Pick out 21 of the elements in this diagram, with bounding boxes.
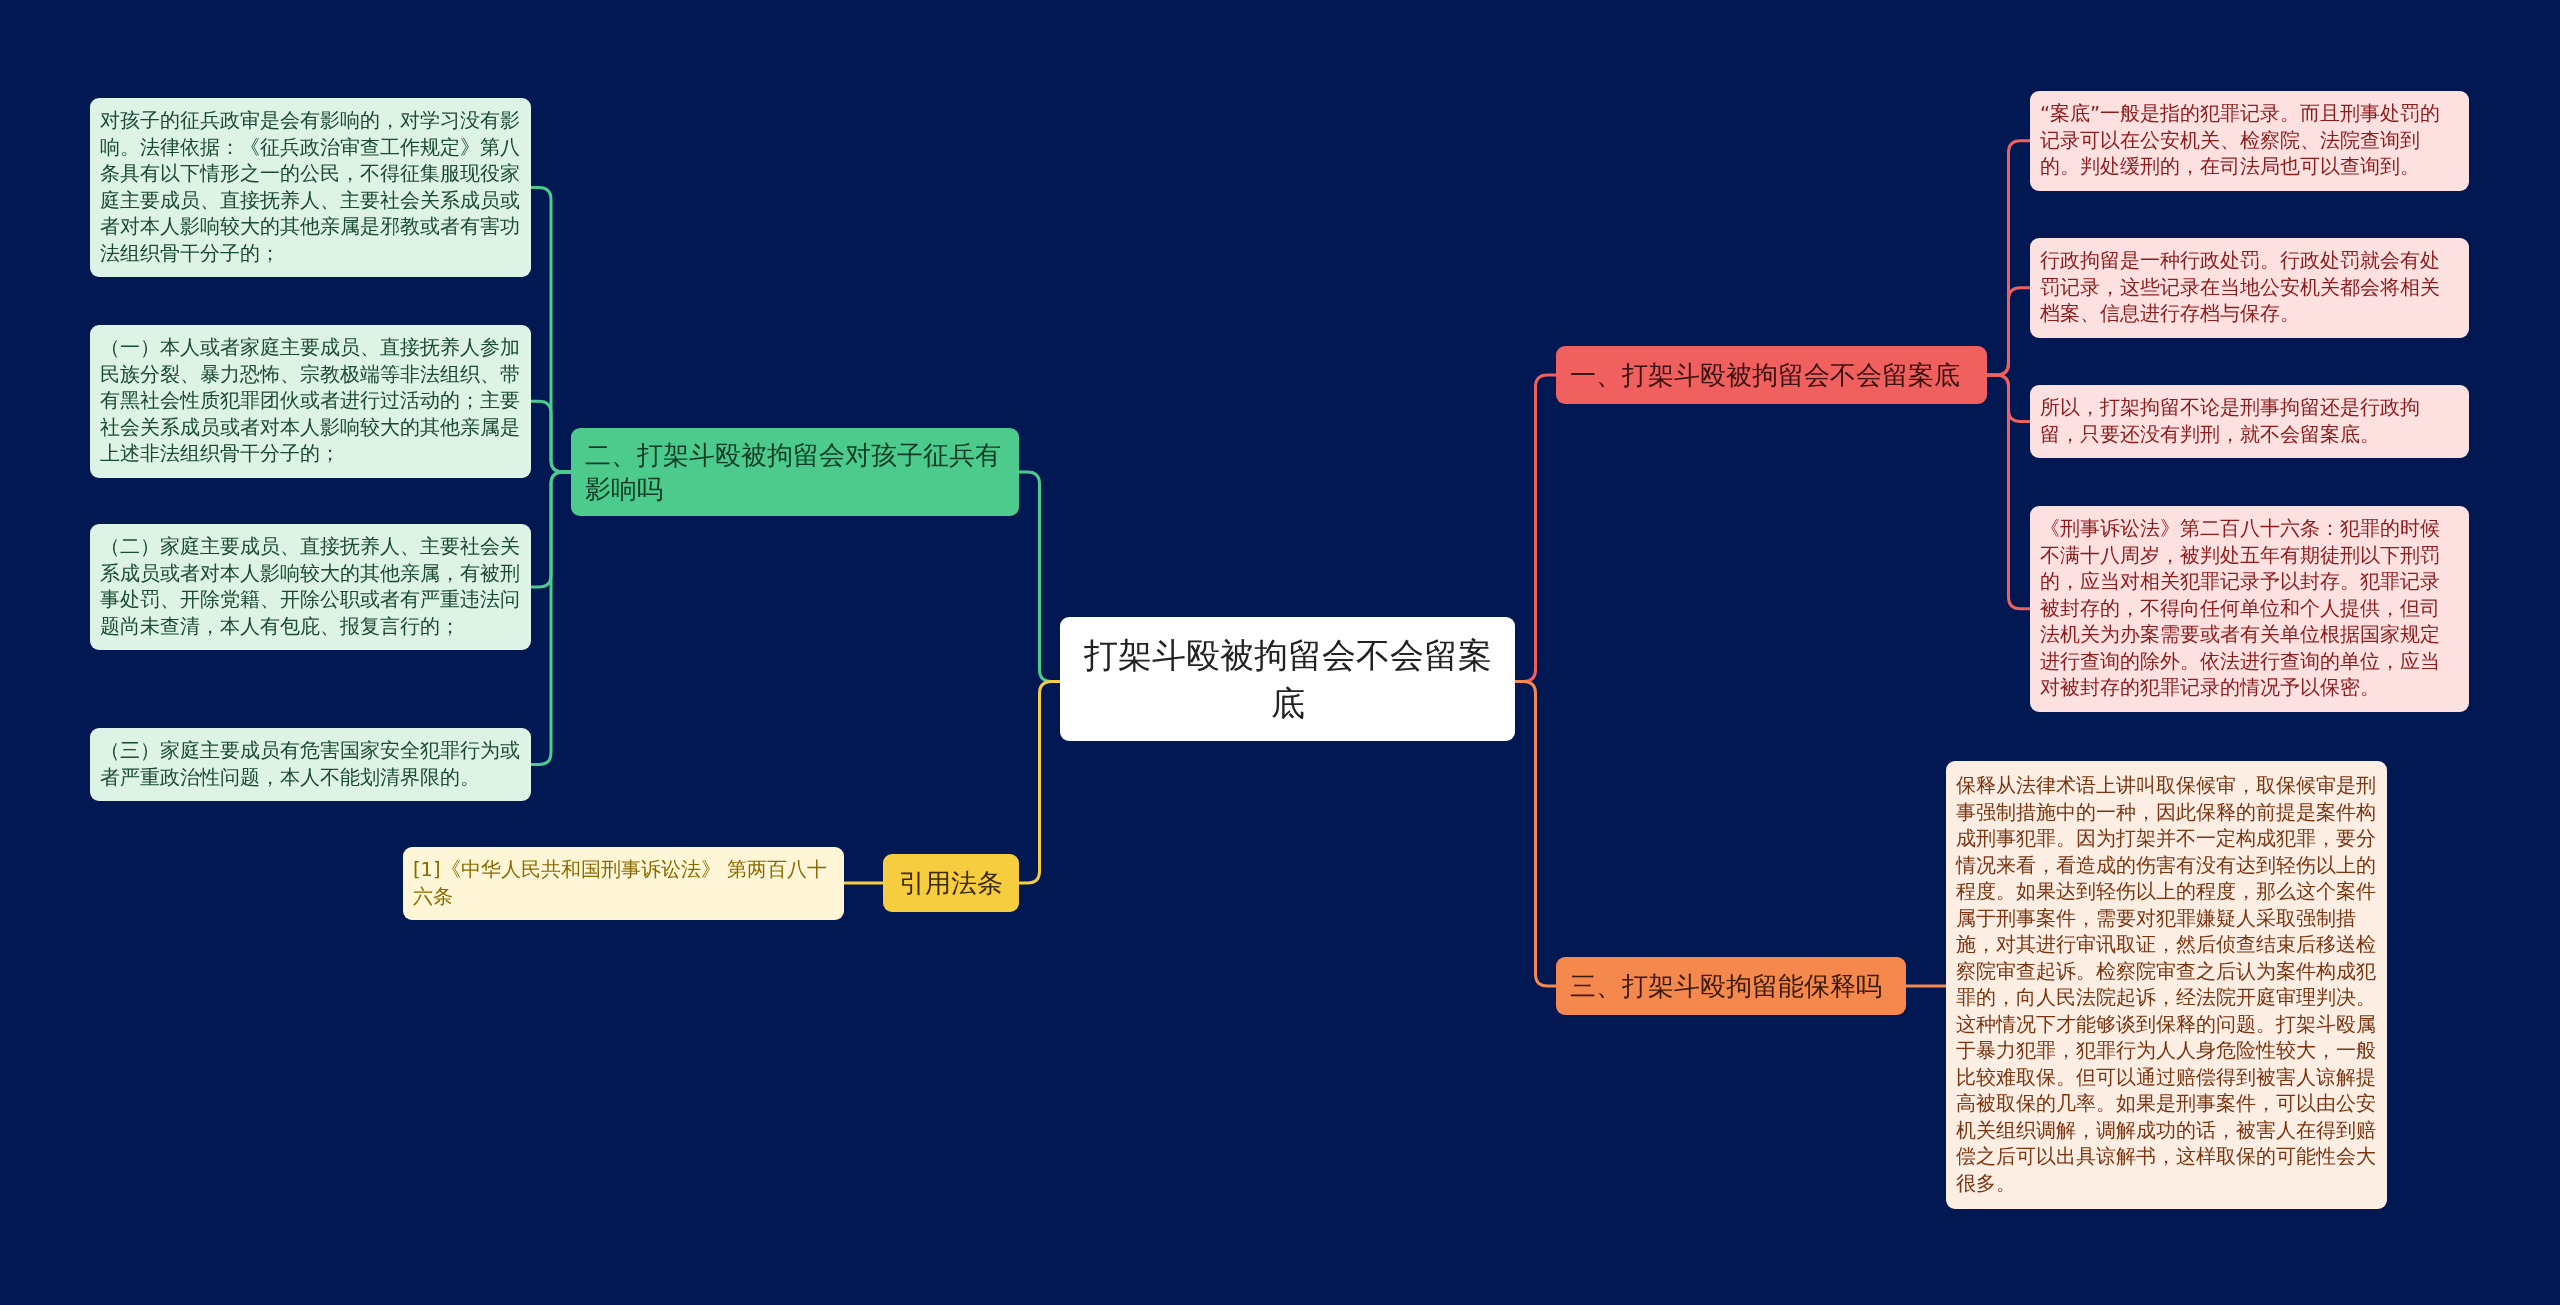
note-box: 所以，打架拘留不论是刑事拘留还是行政拘留，只要还没有判刑，就不会留案底。 xyxy=(2030,385,2469,458)
branch-box: 二、打架斗殴被拘留会对孩子征兵有影响吗 xyxy=(571,428,1019,516)
connector-line xyxy=(1019,680,1060,885)
root-topic-box: 打架斗殴被拘留会不会留案底 xyxy=(1060,617,1515,741)
note-box: 对孩子的征兵政审是会有影响的，对学习没有影响。法律依据：《征兵政治审查工作规定》第八条具有以下情形之一的公民，不得征集服现役家庭主要成员、直接抚养人、主要社会关系成员或者对本人影响较大的其他亲属是邪教或者有害功法组织骨干分子的； xyxy=(90,98,531,277)
branch-box: 一、打架斗殴被拘留会不会留案底 xyxy=(1556,346,1987,404)
note-box: （二）家庭主要成员、直接抚养人、主要社会关系成员或者对本人影响较大的其他亲属，有被刑事处罚、开除党籍、开除公职或者有严重违法问题尚未查清，本人有包庇、报复言行的； xyxy=(90,524,531,650)
note-box: （三）家庭主要成员有危害国家安全犯罪行为或者严重政治性问题，本人不能划清界限的。 xyxy=(90,728,531,801)
connector-line xyxy=(1987,373,2030,611)
connector-line xyxy=(531,470,571,766)
note-box: 保释从法律术语上讲叫取保候审，取保候审是刑事强制措施中的一种，因此保释的前提是案件构成刑事犯罪。因为打架并不一定构成犯罪，要分情况来看，看造成的伤害有没有达到轻伤以上的程度。如果达到轻伤以上的程度，那么这个案件属于刑事案件，需要对犯罪嫌疑人采取强制措施，对其进行审讯取证，然后侦查结束后移送检察院审查起诉。检察院审查之后认为案件构成犯罪的，向人民法院起诉，经法院开庭审理判决。这种情况下才能够谈到保释的问题。打架斗殴属于暴力犯罪，犯罪行为人人身危险性较大，一般比较难取保。但可以通过赔偿得到被害人谅解提高被取保的几率。如果是刑事案件，可以由公安机关组织调解，调解成功的话，被害人在得到赔偿之后可以出具谅解书，这样取保的可能性会大很多。 xyxy=(1946,761,2387,1209)
note-box: 《刑事诉讼法》第二百八十六条：犯罪的时候不满十八周岁，被判处五年有期徒刑以下刑罚的，应当对相关犯罪记录予以封存。犯罪记录被封存的，不得向任何单位和个人提供，但司法机关为办案需要或者有关单位根据国家规定进行查询的除外。依法进行查询的单位，应当对被封存的犯罪记录的情况予以保密。 xyxy=(2030,506,2469,712)
branch-box: 引用法条 xyxy=(883,854,1019,912)
note-box: “案底”一般是指的犯罪记录。而且刑事处罚的记录可以在公安机关、检察院、法院查询到的。判处缓刑的，在司法局也可以查询到。 xyxy=(2030,91,2469,191)
connector-line xyxy=(1515,680,1556,988)
note-box: 行政拘留是一种行政处罚。行政处罚就会有处罚记录，这些记录在当地公安机关都会将相关档案、信息进行存档与保存。 xyxy=(2030,238,2469,338)
connector-line xyxy=(844,881,883,885)
note-box: （一）本人或者家庭主要成员、直接抚养人参加民族分裂、暴力恐怖、宗教极端等非法组织、带有黑社会性质犯罪团伙或者进行过活动的；主要社会关系成员或者对本人影响较大的其他亲属是上述非法组织骨干分子的； xyxy=(90,325,531,478)
connector-line xyxy=(1906,984,1946,988)
note-box: [1]《中华人民共和国刑事诉讼法》 第两百八十六条 xyxy=(403,847,844,920)
branch-box: 三、打架斗殴拘留能保释吗 xyxy=(1556,957,1906,1015)
